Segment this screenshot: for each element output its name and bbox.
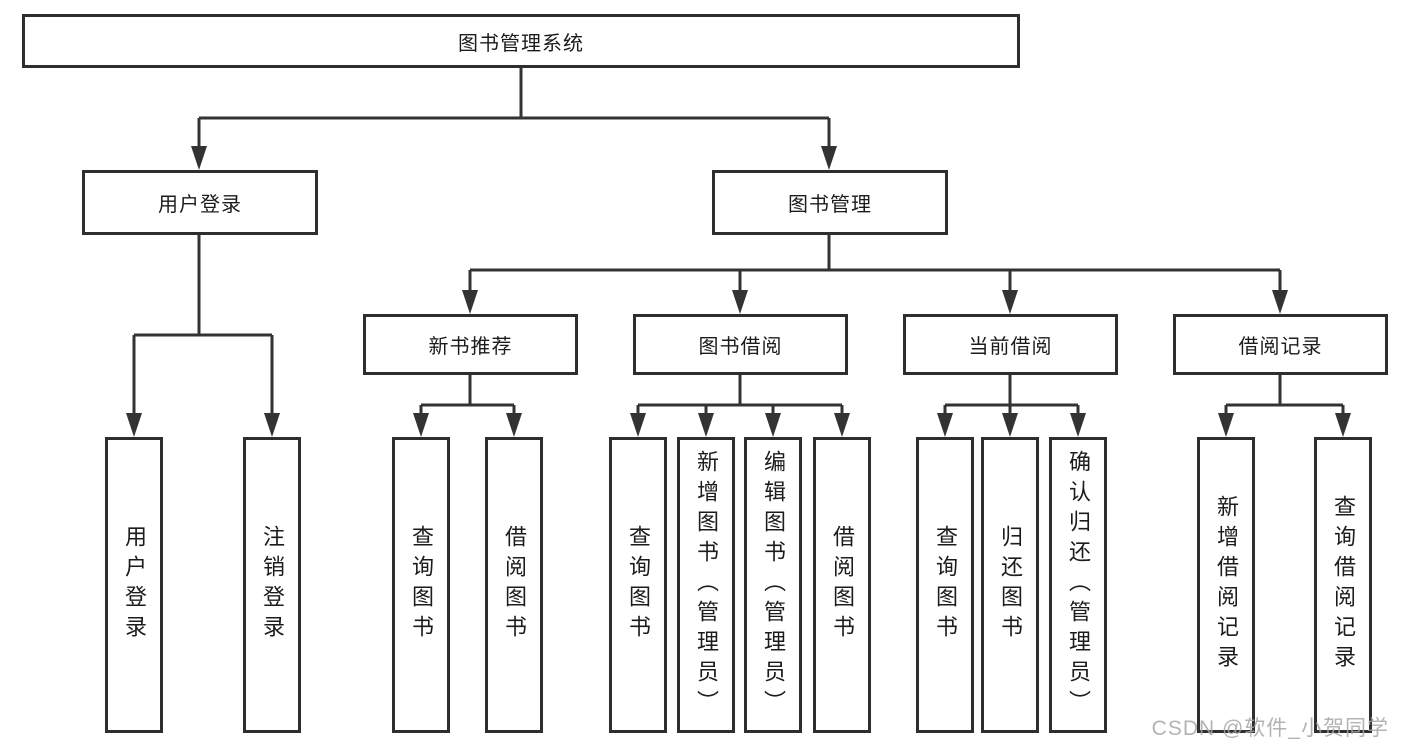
leaf-borrow-borrow-book-label: 借阅图书 bbox=[830, 525, 855, 645]
node-new-book-recommend: 新书推荐 bbox=[363, 314, 578, 375]
node-book-borrow: 图书借阅 bbox=[633, 314, 848, 375]
node-borrow-records-label: 借阅记录 bbox=[1238, 336, 1323, 358]
leaf-confirm-return-admin-label: 确认归还（管理员） bbox=[1066, 450, 1091, 720]
node-book-management: 图书管理 bbox=[712, 170, 948, 235]
node-book-borrow-label: 图书借阅 bbox=[698, 336, 783, 358]
node-new-book-recommend-label: 新书推荐 bbox=[428, 336, 513, 358]
leaf-edit-book-admin: 编辑图书（管理员） bbox=[744, 437, 802, 733]
leaf-logout: 注销登录 bbox=[243, 437, 301, 733]
watermark-text: CSDN @软件_小贺同学 bbox=[1151, 717, 1389, 740]
node-user-login: 用户登录 bbox=[82, 170, 318, 235]
leaf-confirm-return-admin: 确认归还（管理员） bbox=[1049, 437, 1107, 733]
leaf-user-login: 用户登录 bbox=[105, 437, 163, 733]
node-user-login-label: 用户登录 bbox=[158, 194, 242, 216]
node-book-management-label: 图书管理 bbox=[788, 194, 872, 216]
leaf-add-book-admin: 新增图书（管理员） bbox=[677, 437, 735, 733]
leaf-recommend-query-book: 查询图书 bbox=[392, 437, 450, 733]
leaf-add-borrow-record-label: 新增借阅记录 bbox=[1214, 495, 1239, 675]
node-borrow-records: 借阅记录 bbox=[1173, 314, 1388, 375]
leaf-borrow-query-book-label: 查询图书 bbox=[626, 525, 651, 645]
leaf-user-login-label: 用户登录 bbox=[122, 525, 147, 645]
leaf-recommend-borrow-book: 借阅图书 bbox=[485, 437, 543, 733]
node-root: 图书管理系统 bbox=[22, 14, 1020, 68]
leaf-query-borrow-record: 查询借阅记录 bbox=[1314, 437, 1372, 733]
leaf-return-book: 归还图书 bbox=[981, 437, 1039, 733]
leaf-recommend-borrow-book-label: 借阅图书 bbox=[502, 525, 527, 645]
leaf-current-query-book: 查询图书 bbox=[916, 437, 974, 733]
leaf-add-book-admin-label: 新增图书（管理员） bbox=[694, 450, 719, 720]
leaf-current-query-book-label: 查询图书 bbox=[933, 525, 958, 645]
node-current-borrow-label: 当前借阅 bbox=[968, 336, 1053, 358]
leaf-add-borrow-record: 新增借阅记录 bbox=[1197, 437, 1255, 733]
leaf-query-borrow-record-label: 查询借阅记录 bbox=[1331, 495, 1356, 675]
leaf-borrow-borrow-book: 借阅图书 bbox=[813, 437, 871, 733]
leaf-borrow-query-book: 查询图书 bbox=[609, 437, 667, 733]
leaf-edit-book-admin-label: 编辑图书（管理员） bbox=[761, 450, 786, 720]
leaf-logout-label: 注销登录 bbox=[260, 525, 285, 645]
node-current-borrow: 当前借阅 bbox=[903, 314, 1118, 375]
leaf-recommend-query-book-label: 查询图书 bbox=[409, 525, 434, 645]
leaf-return-book-label: 归还图书 bbox=[998, 525, 1023, 645]
node-root-label: 图书管理系统 bbox=[458, 32, 584, 55]
